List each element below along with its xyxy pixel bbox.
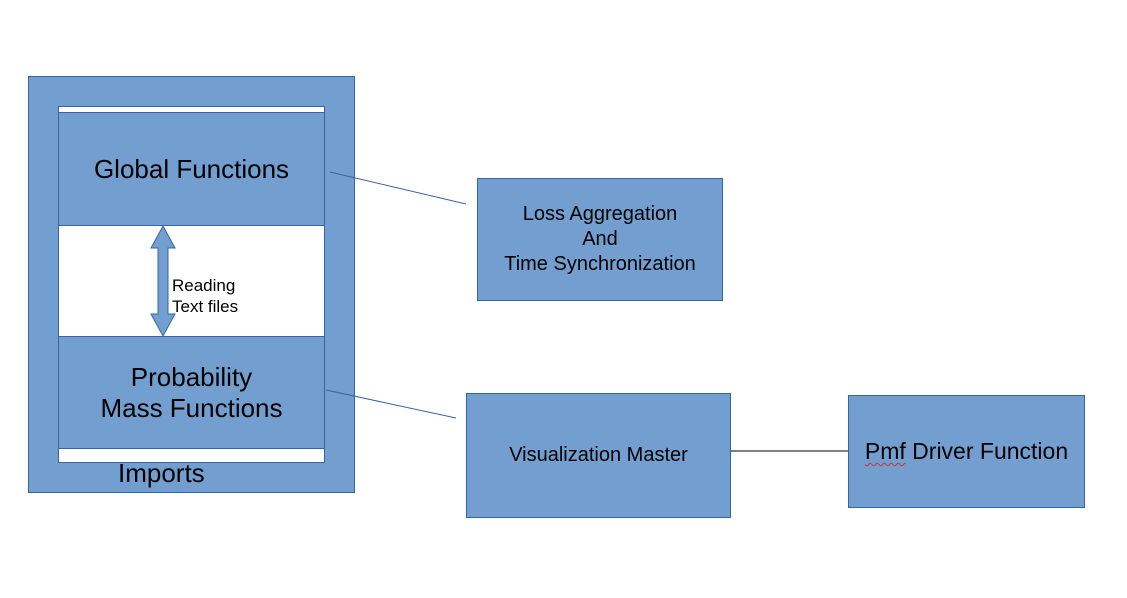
loss-label-line3: Time Synchronization xyxy=(504,253,696,275)
pmf-driver-label: Pmf Driver Function xyxy=(865,438,1068,465)
global-functions-label: Global Functions xyxy=(93,153,290,184)
connector-pmf-to-viz xyxy=(325,389,457,419)
visualization-master-label: Visualization Master xyxy=(509,444,688,466)
pmf-word: Pmf xyxy=(864,438,906,464)
loss-aggregation-box: Loss Aggregation And Time Synchronizatio… xyxy=(477,178,723,301)
driver-function-text: Driver Function xyxy=(905,438,1069,464)
double-arrow-icon xyxy=(150,224,176,338)
reading-label-line1: Reading xyxy=(172,276,236,295)
pmf-label-line2: Mass Functions xyxy=(100,392,283,423)
reading-label-line2: Text files xyxy=(172,297,239,316)
pmf-label-line1: Probability xyxy=(130,361,253,392)
pmf-driver-function-box: Pmf Driver Function xyxy=(848,395,1085,508)
loss-label-line2: And xyxy=(582,228,618,250)
probability-mass-functions-box: Probability Mass Functions xyxy=(58,336,325,449)
connector-global-to-loss xyxy=(329,171,467,205)
reading-text-files-label: Reading Text files xyxy=(172,275,238,317)
imports-label: Imports xyxy=(118,458,205,488)
visualization-master-box: Visualization Master xyxy=(466,393,731,518)
global-functions-box: Global Functions xyxy=(58,112,325,226)
loss-label-line1: Loss Aggregation xyxy=(522,203,678,225)
